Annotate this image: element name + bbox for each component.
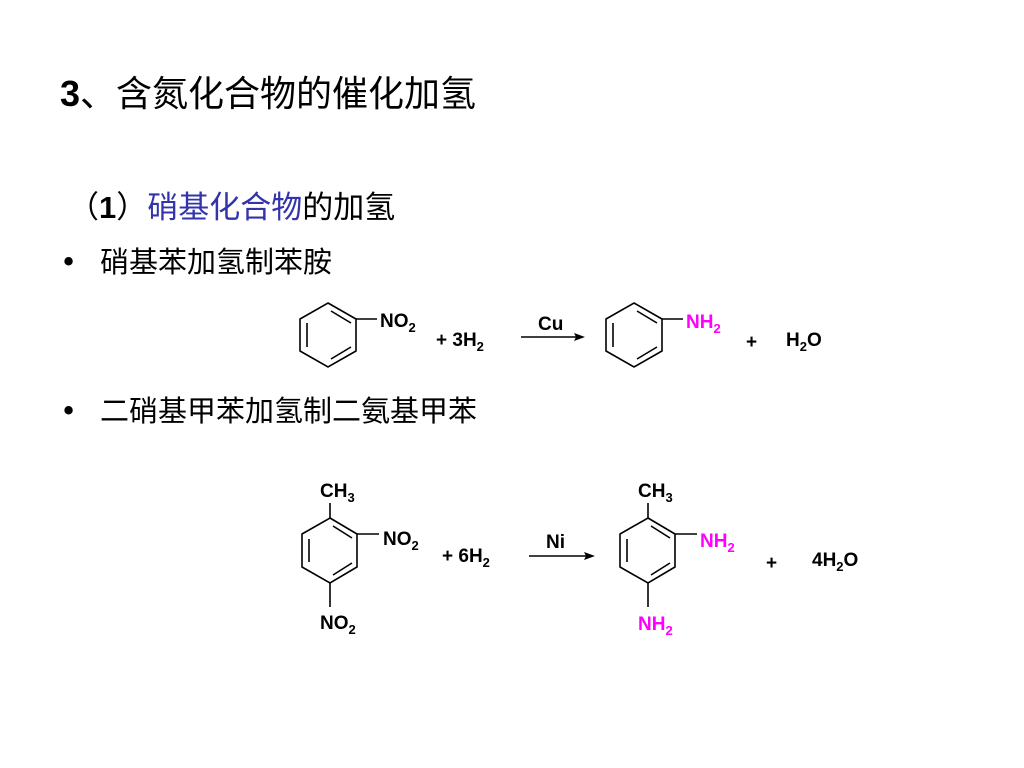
- nitrobenzene-ring: [299, 302, 377, 368]
- plus-sign: +: [766, 553, 777, 574]
- bullet-text: 二硝基甲苯加氢制二氨基甲苯: [100, 394, 478, 428]
- bullet-item: • 二硝基甲苯加氢制二氨基甲苯: [60, 393, 477, 429]
- plus-sign: +: [746, 332, 757, 353]
- reagent-label: + 3H2: [436, 330, 484, 354]
- reaction-arrow-icon: [529, 552, 595, 560]
- bullet-marker: •: [60, 394, 78, 428]
- page-title: 3、含氮化合物的催化加氢: [60, 72, 476, 117]
- byproduct-label: 4H2O: [812, 550, 858, 574]
- subtitle-open-paren: （: [68, 190, 99, 226]
- product-bottom-group-label: NH2: [638, 614, 673, 638]
- reactant-bottom-group-label: NO2: [320, 613, 356, 637]
- subtitle-rest: 的加氢: [302, 190, 396, 226]
- reagent-label: + 6H2: [442, 546, 490, 570]
- section-subtitle: （1）硝基化合物的加氢: [68, 188, 395, 228]
- subtitle-highlight: 硝基化合物: [147, 190, 303, 226]
- catalyst-label: Cu: [538, 314, 563, 335]
- byproduct-label: H2O: [786, 330, 822, 354]
- subtitle-number: 1: [99, 190, 117, 225]
- bullet-text: 硝基苯加氢制苯胺: [100, 245, 333, 279]
- reactant-methyl-label: CH3: [320, 481, 355, 505]
- product-methyl-label: CH3: [638, 481, 673, 505]
- catalyst-label: Ni: [546, 532, 565, 553]
- bullet-marker: •: [60, 245, 78, 279]
- product-side-group-label: NH2: [700, 531, 735, 555]
- reactant-group-label: NO2: [380, 311, 416, 335]
- bullet-item: • 硝基苯加氢制苯胺: [60, 244, 332, 280]
- reactant-side-group-label: NO2: [383, 529, 419, 553]
- dinitrotoluene-ring: [301, 503, 379, 607]
- subtitle-close-paren: ）: [116, 190, 148, 226]
- title-text: 、含氮化合物的催化加氢: [80, 74, 477, 115]
- title-number: 3: [60, 73, 81, 114]
- aniline-ring: [605, 302, 683, 368]
- diaminotoluene-ring: [619, 503, 697, 607]
- product-group-label: NH2: [686, 312, 721, 336]
- reaction-arrow-icon: [521, 333, 585, 341]
